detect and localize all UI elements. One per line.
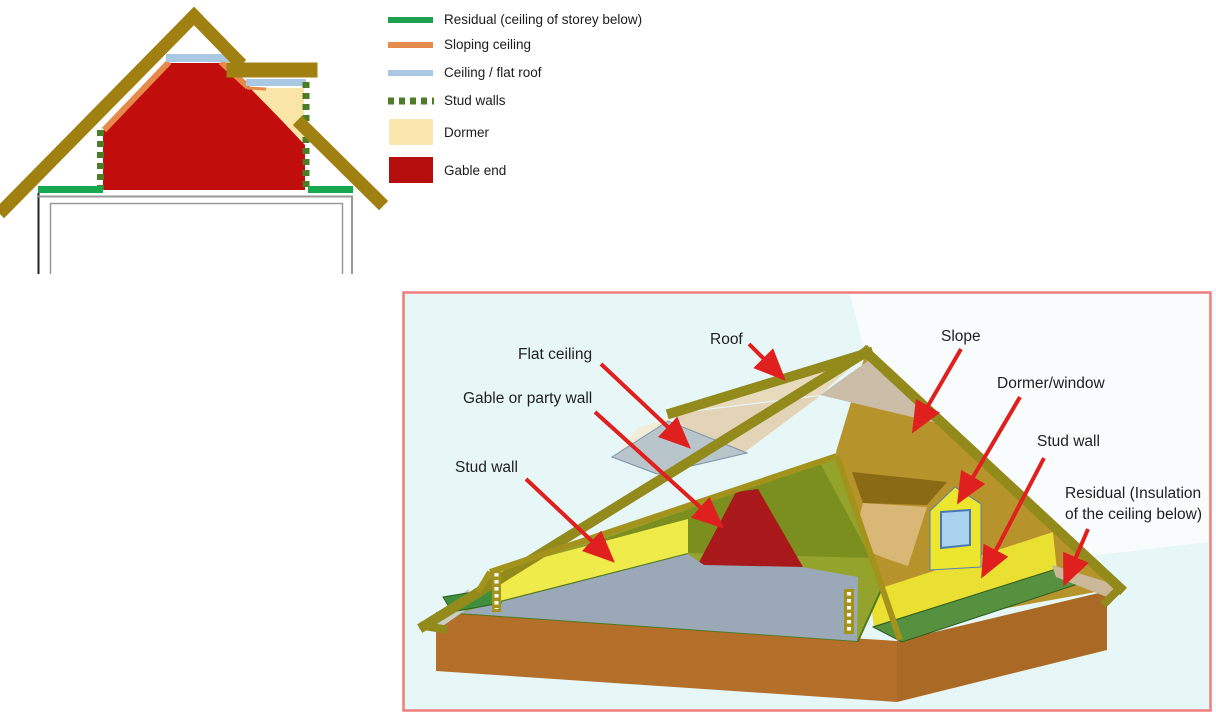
stud-wall-left-baseline [495,553,689,604]
dormer-swatch-icon [389,119,433,145]
sloping-ceiling-swatch-icon [388,41,433,48]
gable-party-wall-label: Gable or party wall [463,390,592,407]
residual-label-line1: Residual (Insulation [1065,485,1201,502]
residual-strip-right [308,186,353,193]
stud-ladder-left [492,570,501,612]
residual-swatch-icon [388,16,433,23]
legend-item-gable-end: Gable end [388,156,506,184]
gable-party-wall-arrow [593,410,724,529]
sloping-ceiling-left [101,59,172,133]
flat-ceiling-apex [166,54,232,62]
residual-label-line2: of the ceiling below) [1065,506,1202,523]
storey-below-walls [37,193,353,274]
base-wall-right [897,591,1107,702]
gable-party-wall-shape [697,489,803,567]
residual-strip-left [38,186,103,193]
sloping-ceiling-dormer [246,86,267,91]
cross-section-diagram [0,6,389,274]
roof-label: Roof [710,331,743,348]
legend-label-sloping-ceiling: Sloping ceiling [444,37,532,52]
stud-wall-right-label: Stud wall [1037,433,1100,450]
flat-ceiling-label: Flat ceiling [518,346,592,363]
slope-arrow [911,347,963,434]
figure-3d-annotated: Flat ceiling Gable or party wall Stud wa… [402,291,1212,712]
background-white-patch [850,294,1208,560]
dormer-window-arrow [956,395,1022,505]
opening-frame-bands [475,453,903,641]
flat-ceiling-dormer [246,79,306,86]
roof-arrow [747,342,786,381]
legend-label-dormer: Dormer [444,124,490,140]
dormer-window [940,508,971,550]
legend-item-sloping-ceiling: Sloping ceiling [388,37,531,52]
legend-item-residual: Residual (ceiling of storey below) [388,12,642,27]
slope-label: Slope [941,328,981,345]
dormer-shape [250,88,304,143]
legend-label-gable-end: Gable end [444,162,507,178]
gable-end-swatch-icon [389,157,433,183]
ceiling-flat-roof-swatch-icon [388,69,433,76]
dormer-window-label: Dormer/window [997,375,1105,392]
residual-arrow [1063,528,1090,587]
legend-label-stud-walls: Stud walls [444,93,506,108]
attic-floor [458,554,858,641]
legend-item-ceiling-flat-roof: Ceiling / flat roof [388,65,542,80]
roof-outline [0,6,389,219]
stud-wall-left-label: Stud wall [455,459,518,476]
stud-wall-right-shape [869,532,1057,627]
legend-item-stud-walls: Stud walls [388,93,506,108]
stud-walls-swatch-icon [388,97,434,104]
back-roof-dark [820,358,941,424]
annotation-arrows [524,342,1090,587]
flat-ceiling-arrow [599,362,691,449]
stud-wall-right-arrow [981,457,1046,579]
dormer-recess-top [852,472,947,505]
legend-label-residual: Residual (ceiling of storey below) [444,12,643,27]
annotation-labels: Flat ceiling Gable or party wall Stud wa… [455,328,1202,523]
legend-label-ceiling-flat-roof: Ceiling / flat roof [444,65,542,80]
stud-ladder-right [844,589,854,634]
gable-end-shape [103,63,305,190]
stud-wall-left-arrow [524,477,615,563]
legend-item-dormer: Dormer [388,118,489,146]
